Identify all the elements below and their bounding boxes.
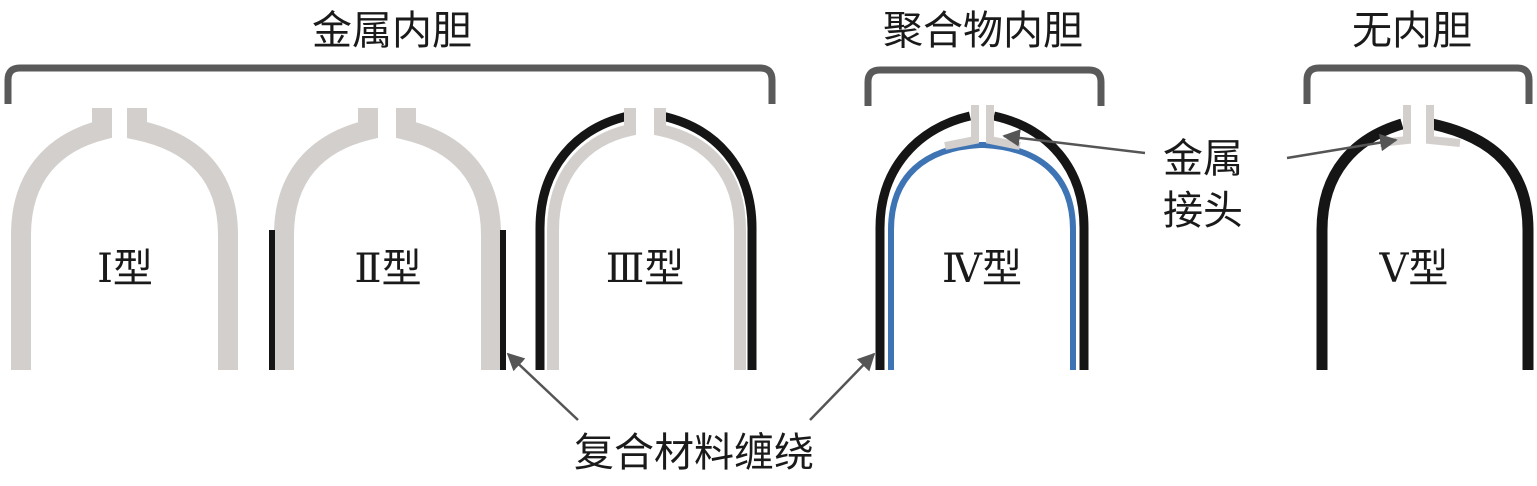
category-polymer-liner-title: 聚合物内胆 xyxy=(883,8,1083,54)
metal-boss-callout-line1: 金属 xyxy=(1163,136,1243,182)
category-no-liner-title: 无内胆 xyxy=(1352,8,1472,54)
composite-wrap xyxy=(1316,118,1534,370)
vessel-type-3 xyxy=(535,108,757,370)
category-metal-liner-title: 金属内胆 xyxy=(312,8,472,54)
composite-wrap-arrow-type4 xyxy=(809,352,876,421)
type-1-label: Ⅰ型 xyxy=(97,246,153,292)
composite-wrap-arrow-type2 xyxy=(506,352,579,421)
metal-boss-arrow-type4 xyxy=(1002,129,1146,155)
metal-boss xyxy=(944,105,1021,150)
bracket-no-liner xyxy=(1303,64,1533,104)
bracket-polymer-liner xyxy=(864,66,1105,106)
metal-boss-arrow-type5 xyxy=(1286,133,1398,160)
vessel-type-2 xyxy=(269,108,506,370)
polymer-liner xyxy=(888,142,1076,370)
composite-wrap xyxy=(535,111,757,370)
type-2-label: Ⅱ型 xyxy=(354,246,421,292)
metal-boss-callout-line2: 接头 xyxy=(1163,188,1243,234)
type-4-label: Ⅳ型 xyxy=(942,246,1022,292)
bracket-metal-liner xyxy=(4,64,776,104)
vessel-type-4 xyxy=(875,105,1089,370)
metal-liner-wall xyxy=(11,108,238,370)
vessel-type-5 xyxy=(1316,105,1534,370)
vessel-type-1 xyxy=(11,108,238,370)
type-3-label: Ⅲ型 xyxy=(606,246,685,292)
composite-wrap xyxy=(875,111,1089,370)
composite-wrap-callout: 复合材料缠绕 xyxy=(574,430,814,476)
metal-liner-wall xyxy=(547,108,746,370)
type-5-label: Ⅴ型 xyxy=(1379,246,1449,292)
metal-liner-wall xyxy=(274,108,501,370)
